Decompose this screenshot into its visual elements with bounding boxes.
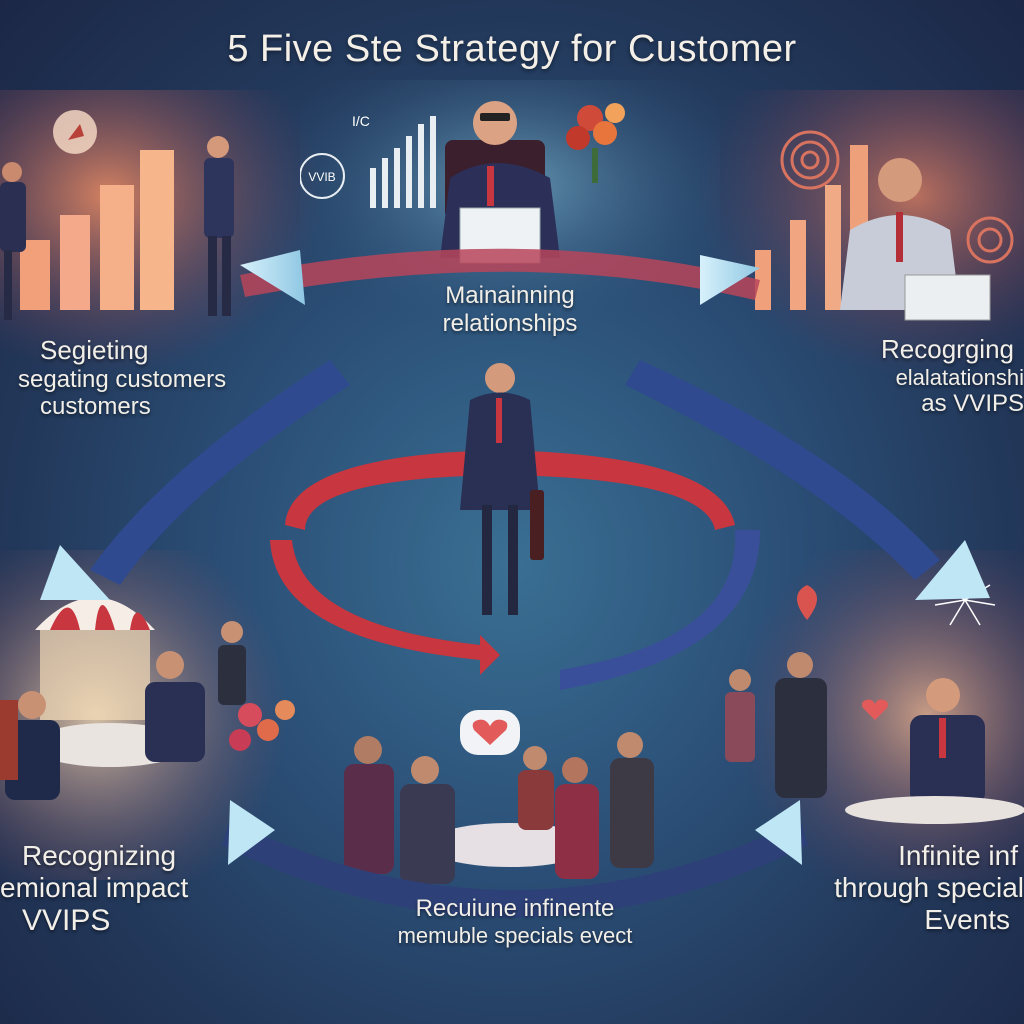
page-title: 5 Five Ste Strategy for Customer xyxy=(227,28,797,70)
maintaining-scene: VVIB I/C xyxy=(300,101,625,264)
step-memorable-events-line-2: memuble specials evect xyxy=(397,922,633,948)
laptop-icon xyxy=(904,274,991,321)
step-recognizing-relationships-line-1: Recogrging xyxy=(881,334,1014,364)
top-arc-arrow xyxy=(240,248,760,300)
awning-icon xyxy=(35,597,155,630)
step-memorable-events: Recuiune infinente memuble specials evec… xyxy=(330,895,700,948)
right-arrowhead xyxy=(915,540,990,600)
center-ring-red-head xyxy=(270,540,500,675)
step-special-events-line-1: Infinite inf xyxy=(898,840,1018,871)
recognizing-relationships-scene xyxy=(755,130,1014,321)
arrowhead-left xyxy=(240,250,305,305)
step-special-events-line-3: Events xyxy=(924,904,1010,936)
person-icon xyxy=(0,136,234,320)
step-segmenting-line-1: Segieting xyxy=(40,335,149,365)
center-ring-blue xyxy=(560,530,760,690)
step-emotional-impact-line-2: emional impact xyxy=(0,872,189,904)
center-ring-red xyxy=(285,450,735,530)
step-segmenting-line-3: customers xyxy=(40,393,151,421)
bottom-arrowhead-left xyxy=(228,800,275,865)
vc-badge-text: I/C xyxy=(352,113,370,129)
left-sweep-arrow xyxy=(90,360,350,585)
step-special-events: Infinite inf through special Events xyxy=(760,840,1024,937)
step-recognizing-relationships-line-2: elalatationshi xyxy=(895,364,1024,390)
special-events-scene xyxy=(725,570,1024,824)
top-right-glow xyxy=(660,90,1024,390)
step-segmenting-line-2: segating customers xyxy=(18,365,227,393)
vvib-badge-icon xyxy=(300,153,345,199)
growth-chart-icon xyxy=(370,116,436,208)
businessman-icon xyxy=(460,363,544,615)
step-recognizing-relationships-line-3: as VVIPS xyxy=(921,390,1024,418)
step-segmenting: Segieting segating customers customers xyxy=(0,335,320,421)
segmenting-scene xyxy=(0,110,234,320)
cafe-meeting-scene xyxy=(0,597,295,800)
step-emotional-impact-line-3: VVIPS xyxy=(22,904,111,938)
flower-bouquet-icon xyxy=(566,103,625,183)
heart-icon xyxy=(862,699,888,720)
step-recognizing-relationships: Recogrging elalatationshi as VVIPS xyxy=(760,334,1024,418)
people-icon xyxy=(344,732,654,884)
step-maintaining-line-1: Mainainning xyxy=(445,282,575,309)
table-icon xyxy=(425,823,595,867)
bar-chart-icon xyxy=(20,150,174,310)
window-glow xyxy=(40,630,150,720)
heart-balloon-icon xyxy=(797,585,817,620)
gathering-scene xyxy=(344,710,654,884)
chair-icon xyxy=(0,700,18,780)
step-emotional-impact: Recognizing emional impact VVIPS xyxy=(0,840,300,939)
step-memorable-events-line-1: Recuiune infinente xyxy=(415,895,615,922)
spiral-target-icon xyxy=(780,130,1014,264)
left-arrowhead xyxy=(40,545,110,600)
vvib-badge-text: VVIB xyxy=(308,170,335,184)
people-icon xyxy=(5,621,246,800)
step-maintaining-line-2: relationships xyxy=(442,309,578,337)
step-emotional-impact-line-1: Recognizing xyxy=(22,840,177,871)
people-icon xyxy=(725,652,985,805)
right-sweep-arrow xyxy=(625,360,940,580)
bottom-arc-arrow xyxy=(222,820,808,918)
table-icon xyxy=(845,796,1024,824)
step-special-events-line-2: through special xyxy=(834,872,1024,904)
bottom-arrowhead-right xyxy=(755,800,802,865)
flowers-icon xyxy=(229,700,295,751)
step-maintaining: Mainainning relationships xyxy=(340,282,680,337)
arrowhead-right xyxy=(700,255,760,305)
